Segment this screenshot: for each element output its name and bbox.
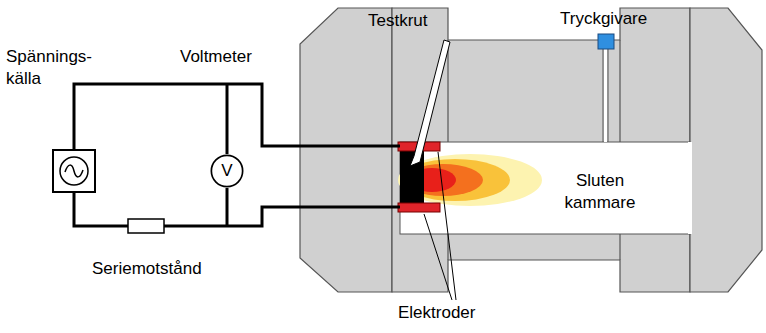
chamber-bore <box>400 142 690 234</box>
sensor-channel <box>604 48 607 142</box>
resistor-symbol <box>128 219 164 233</box>
label: Sluten kammare <box>540 170 660 214</box>
chamber-body <box>300 8 762 292</box>
label: Testkrut <box>368 10 478 32</box>
label: Seriemotstånd <box>92 258 252 280</box>
ac-symbol <box>60 157 88 185</box>
node-text: V <box>221 161 232 181</box>
label: Spännings- källa <box>6 46 101 90</box>
voltmeter-circle: V <box>210 154 244 188</box>
circuit-wire <box>74 84 400 226</box>
leader-line <box>438 152 456 300</box>
voltage-source <box>53 150 95 192</box>
leader-line <box>424 214 452 300</box>
electrode <box>398 203 440 212</box>
leader-arrow <box>410 40 450 166</box>
label: Tryckgivare <box>560 8 700 30</box>
bore-gap <box>688 142 692 234</box>
label: Elektroder <box>398 302 528 324</box>
label: Voltmeter <box>180 46 290 68</box>
ac-wave <box>65 165 83 177</box>
pressure-sensor <box>598 34 614 49</box>
